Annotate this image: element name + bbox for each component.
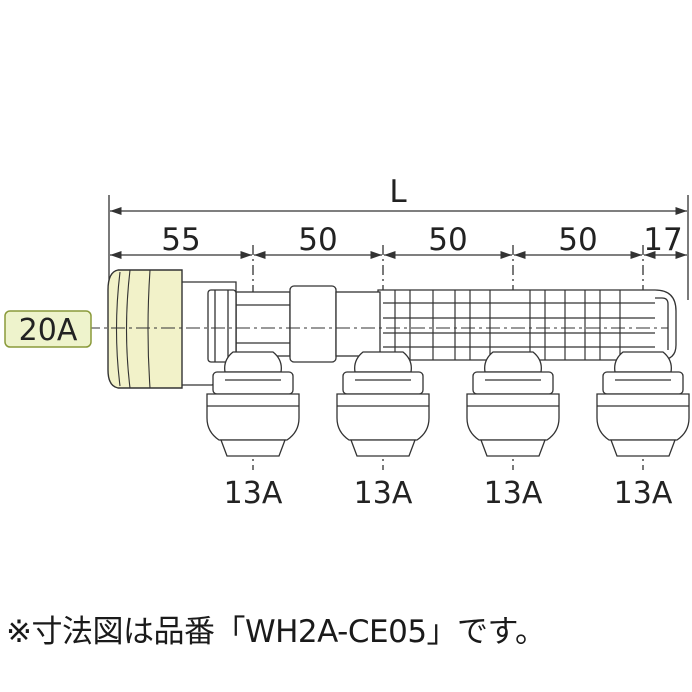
tube-collar [289, 285, 337, 363]
outlet-body [466, 393, 560, 441]
dimension-label-segment-5: 17 [643, 222, 682, 258]
inlet-size-label: 20A [19, 313, 78, 348]
manifold-body [377, 289, 677, 361]
header-end-bend [655, 297, 669, 350]
outlet-fitting [336, 351, 430, 457]
outlet-fittings [206, 351, 690, 457]
dimension-label-segment-1: 55 [161, 222, 200, 258]
tube-segment [235, 291, 291, 357]
dimension-label-segment-2: 50 [298, 222, 337, 258]
outlet-size-label-2: 13A [354, 476, 413, 511]
outlet-neck [614, 351, 672, 373]
inlet-neck [207, 289, 237, 363]
outlet-neck [224, 351, 282, 373]
header-tube [235, 285, 381, 363]
inlet-cap-rings [115, 269, 151, 389]
outlet-body [206, 393, 300, 441]
outlet-lower-ring [350, 439, 416, 457]
inlet-size-label-box [4, 310, 92, 348]
outlet-fitting [206, 351, 300, 457]
grille-ribs [394, 290, 621, 360]
tube-segment [335, 291, 381, 357]
outlet-body [596, 393, 690, 441]
outlet-neck [484, 351, 542, 373]
dimension-label-segment-3: 50 [428, 222, 467, 258]
dimension-label-segment-4: 50 [558, 222, 597, 258]
outlet-fitting [466, 351, 560, 457]
footnote: ※寸法図は品番「WH2A-CE05」です。 [6, 614, 546, 650]
dimension-label-total: L [389, 174, 407, 210]
outlet-fitting [596, 351, 690, 457]
outlet-collar [342, 371, 424, 395]
outlet-collar [212, 371, 294, 395]
outlet-collar [602, 371, 684, 395]
inlet-cap [107, 269, 183, 389]
outlet-size-label-1: 13A [224, 476, 283, 511]
outlet-collar [472, 371, 554, 395]
outlet-lower-ring [220, 439, 286, 457]
outlet-lower-ring [480, 439, 546, 457]
outlet-neck [354, 351, 412, 373]
outlet-size-label-4: 13A [614, 476, 673, 511]
outlet-size-label-3: 13A [484, 476, 543, 511]
header-bar [377, 289, 677, 361]
outlet-body [336, 393, 430, 441]
outlet-lower-ring [610, 439, 676, 457]
